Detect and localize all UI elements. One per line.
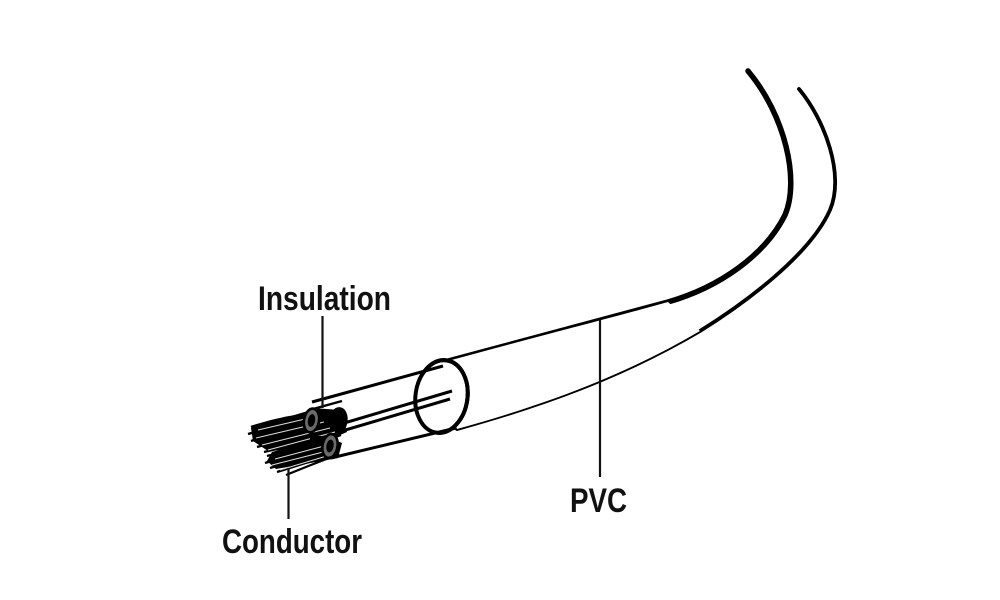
- jacket-cut-ellipse-outline: [413, 358, 470, 435]
- leader-lines: [287, 316, 602, 519]
- conductor-strands-lower: [264, 432, 342, 477]
- pvc-jacket: [413, 68, 838, 435]
- conductors: [247, 407, 348, 477]
- pvc-label: PVC: [570, 482, 627, 520]
- labels: Insulation Conductor PVC: [222, 280, 627, 561]
- insulation-label: Insulation: [258, 280, 391, 318]
- jacket-body: [437, 302, 700, 429]
- conductor-label: Conductor: [222, 523, 362, 561]
